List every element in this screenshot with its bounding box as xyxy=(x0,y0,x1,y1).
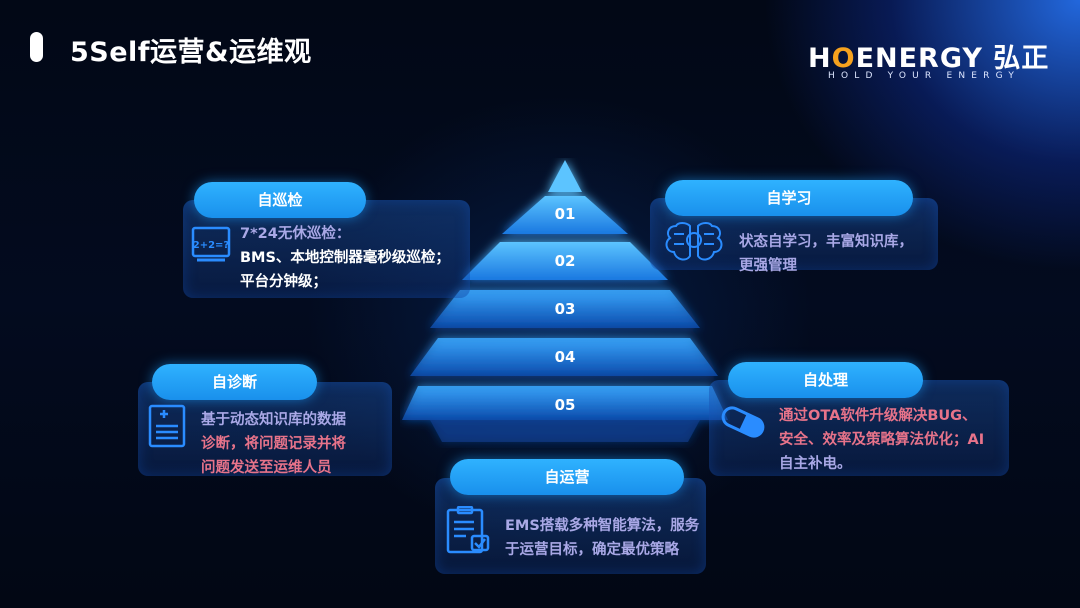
tier-label-02: 02 xyxy=(554,252,576,270)
clipboard-checklist-icon xyxy=(446,506,490,554)
card-title-self-operation: 自运营 xyxy=(450,459,684,495)
pyramid-shape xyxy=(402,160,728,442)
tier-label-03: 03 xyxy=(554,300,576,318)
self-diagnosis-line-3: 问题发送至运维人员 xyxy=(201,460,332,476)
card-title-self-patrol: 自巡检 xyxy=(194,182,366,218)
self-processing-line-3: 自主补电。 xyxy=(779,456,852,472)
brain-chip-icon xyxy=(665,222,723,261)
self-processing-line-1: 通过OTA软件升级解决BUG、 xyxy=(779,408,977,424)
self-operation-line-1: EMS搭载多种智能算法，服务 xyxy=(505,518,700,534)
pyramid-tier-4 xyxy=(410,338,718,376)
pyramid-tier-5 xyxy=(402,386,728,420)
card-text-self-processing: 通过OTA软件升级解决BUG、 安全、效率及策略算法优化；AI 自主补电。 xyxy=(779,404,1007,476)
self-diagnosis-line-2: 诊断，将问题记录并将 xyxy=(201,436,346,452)
card-title-self-diagnosis: 自诊断 xyxy=(152,364,317,400)
tier-label-05: 05 xyxy=(554,396,576,414)
tier-label-04: 04 xyxy=(554,348,576,366)
self-learning-line-2: 更强管理 xyxy=(739,258,797,274)
tier-label-01: 01 xyxy=(554,205,576,223)
blackboard-icon: 2+2=? xyxy=(191,226,231,262)
card-title-self-learning: 自学习 xyxy=(665,180,913,216)
capsule-icon xyxy=(721,406,765,438)
svg-text:2+2=?: 2+2=? xyxy=(193,240,230,251)
title-accent-bar xyxy=(30,32,43,62)
self-diagnosis-line-1: 基于动态知识库的数据 xyxy=(201,412,346,428)
self-patrol-line-3: 平台分钟级； xyxy=(240,274,327,290)
pyramid-tier-1 xyxy=(502,196,628,234)
card-text-self-learning: 状态自学习，丰富知识库， 更强管理 xyxy=(739,230,934,278)
card-text-self-patrol: 7*24无休巡检： BMS、本地控制器毫秒级巡检； 平台分钟级； xyxy=(240,222,465,294)
pyramid-tier-3 xyxy=(430,290,700,328)
card-title-self-processing: 自处理 xyxy=(728,362,923,398)
self-patrol-line-2: BMS、本地控制器毫秒级巡检； xyxy=(240,250,450,266)
pyramid-tier-2 xyxy=(462,242,668,280)
self-processing-line-2: 安全、效率及策略算法优化；AI xyxy=(779,432,985,448)
page-title: 5Self运营&运维观 xyxy=(70,37,312,68)
self-operation-line-2: 于运营目标，确定最优策略 xyxy=(505,542,679,558)
self-patrol-line-1: 7*24无休巡检： xyxy=(240,226,351,242)
medical-record-icon xyxy=(148,404,186,448)
pyramid-diagram: 01 02 03 04 05 xyxy=(400,158,730,448)
card-text-self-operation: EMS搭载多种智能算法，服务 于运营目标，确定最优策略 xyxy=(505,514,705,562)
card-text-self-diagnosis: 基于动态知识库的数据 诊断，将问题记录并将 问题发送至运维人员 xyxy=(201,408,386,480)
self-learning-line-1: 状态自学习，丰富知识库， xyxy=(739,234,913,250)
logo-tagline: HOLD YOUR ENERGY xyxy=(828,71,1021,81)
company-logo: HOENERGY 弘正 HOLD YOUR ENERGY xyxy=(808,36,1048,86)
logo-wordmark: HOENERGY 弘正 xyxy=(808,43,1050,74)
